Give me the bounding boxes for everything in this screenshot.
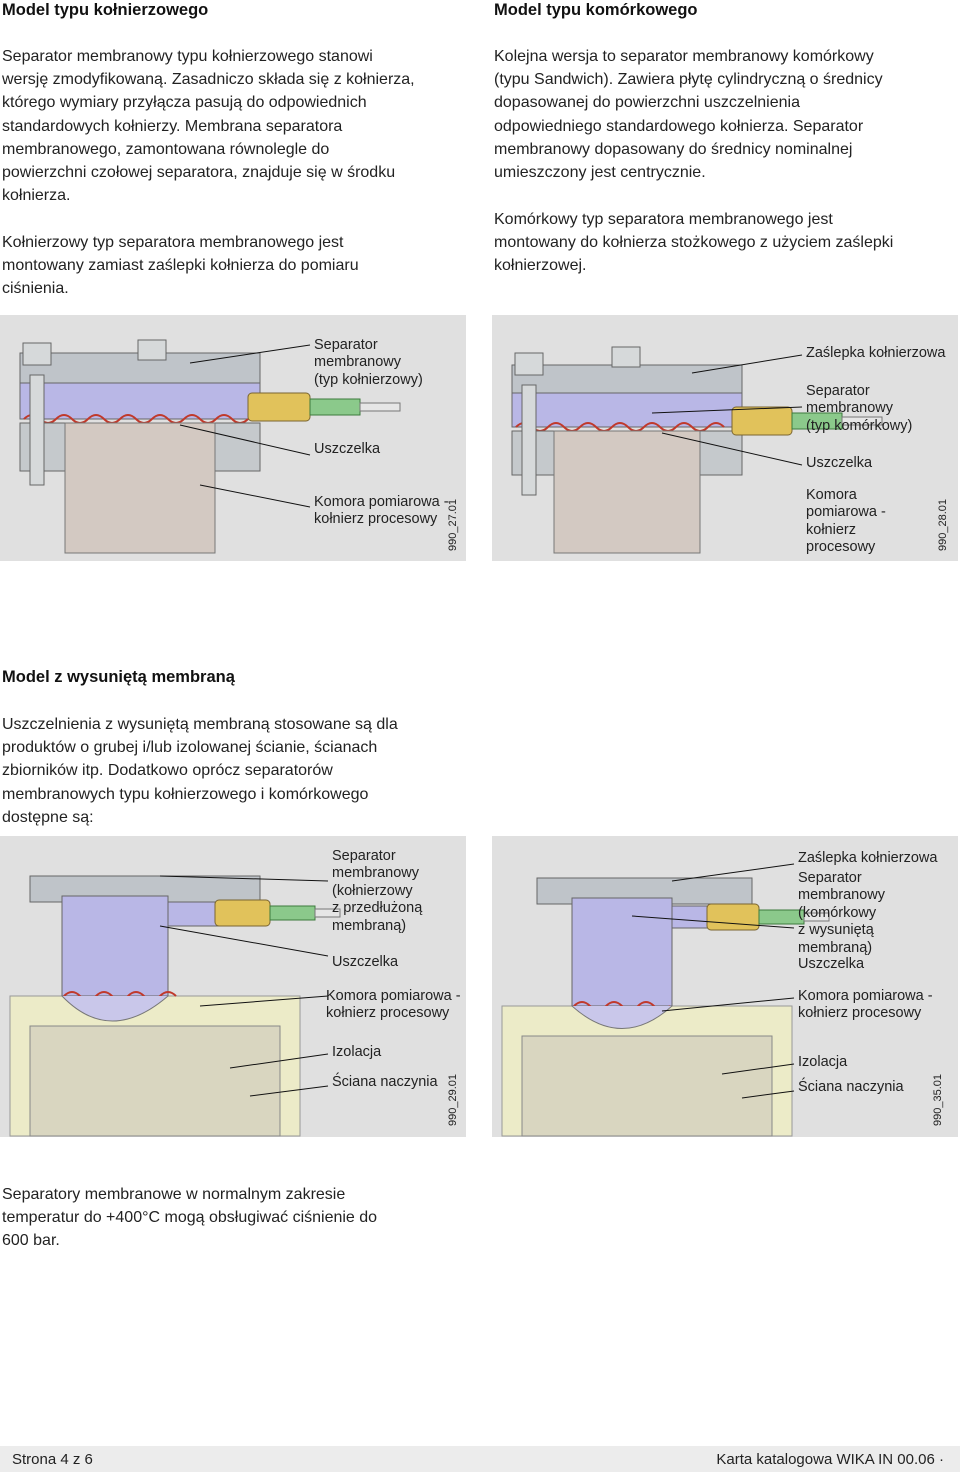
figure-code: 990_35.01 (932, 1074, 944, 1126)
section-title-flange: Model typu kołnierzowego (2, 1, 209, 19)
cell-type-drawing (511, 346, 883, 554)
section-title-extended: Model z wysuniętą membraną (2, 668, 235, 686)
section-title-cell: Model typu komórkowego (494, 1, 698, 19)
paragraph-extended: Uszczelnienia z wysuniętą membraną stoso… (2, 716, 398, 826)
flange-type-drawing (19, 339, 401, 554)
page-footer: Strona 4 z 6 Karta katalogowa WIKA IN 00… (0, 1446, 960, 1472)
figure-code: 990_28.01 (937, 499, 949, 551)
figure-code: 990_27.01 (447, 499, 459, 551)
catalog-reference: Karta katalogowa WIKA IN 00.06 · (716, 1451, 944, 1468)
paragraph-cell-1: Kolejna wersja to separator membranowy k… (494, 48, 883, 182)
label-blind-flange: Zaślepka kołnierzowa (798, 850, 938, 866)
label-gasket: Uszczelka (798, 956, 865, 972)
figure-code: 990_29.01 (447, 1074, 459, 1126)
paragraph-flange-2: Kołnierzowy typ separatora membranowego … (2, 234, 359, 298)
label-vessel-wall: Ściana naczynia (332, 1074, 438, 1090)
label-gasket: Uszczelka (806, 455, 873, 471)
paragraph-cell-2: Komórkowy typ separatora membranowego je… (494, 211, 894, 275)
flange-extended-drawing (9, 875, 341, 1137)
paragraph-flange-1: Separator membranowy typu kołnierzowego … (2, 48, 415, 205)
label-insulation: Izolacja (798, 1054, 848, 1070)
label-chamber: Komora pomiarowa -kołnierz procesowy (314, 494, 449, 528)
label-gasket: Uszczelka (314, 441, 381, 457)
label-chamber: Komora pomiarowa -kołnierz procesowy (798, 988, 933, 1022)
label-vessel-wall: Ściana naczynia (798, 1079, 904, 1095)
label-insulation: Izolacja (332, 1044, 382, 1060)
page-number: Strona 4 z 6 (12, 1451, 93, 1468)
paragraph-closing: Separatory membranowe w normalnym zakres… (2, 1186, 378, 1250)
cell-extended-drawing (501, 863, 830, 1137)
label-chamber: Komora pomiarowa -kołnierz procesowy (326, 988, 461, 1022)
label-gasket: Uszczelka (332, 954, 399, 970)
label-blind-flange: Zaślepka kołnierzowa (806, 345, 946, 361)
